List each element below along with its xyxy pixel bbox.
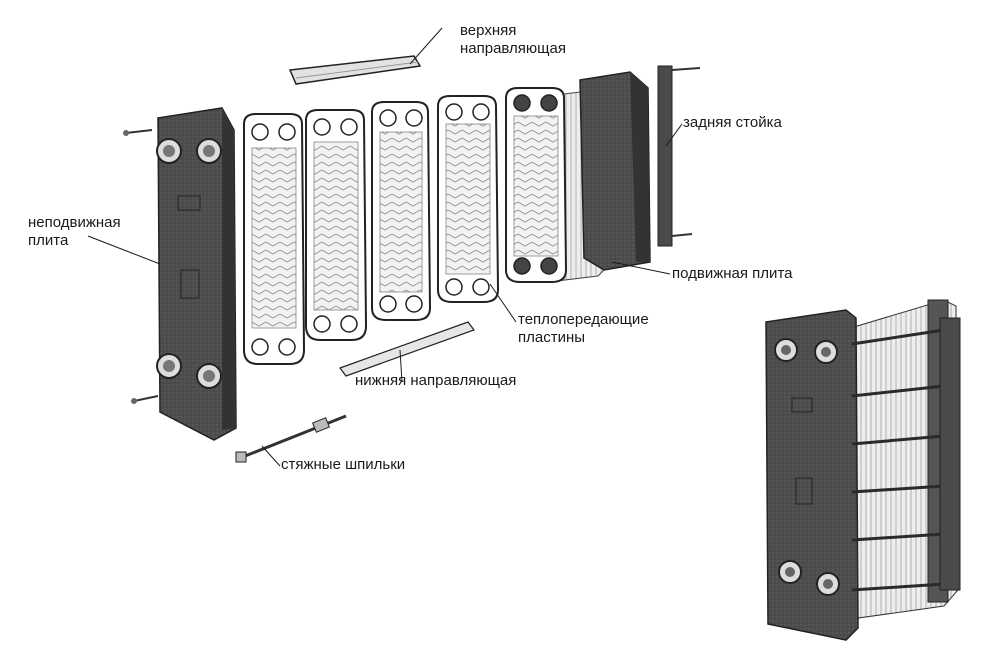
assembled-heat-exchanger bbox=[765, 299, 961, 641]
fixed-plate bbox=[123, 107, 237, 441]
label-fixed-plate: неподвижная плита bbox=[28, 214, 121, 250]
label-bottom-guide: нижняя направляющая bbox=[355, 372, 517, 389]
bottom-guide-bar bbox=[339, 321, 475, 377]
leader-lines bbox=[87, 27, 683, 467]
heat-transfer-plate-4 bbox=[437, 95, 500, 303]
label-fixed-plate-line1: неподвижная bbox=[28, 214, 121, 231]
label-fixed-plate-line2: плита bbox=[28, 232, 69, 249]
label-movable-plate: подвижная плита bbox=[672, 265, 793, 282]
top-guide-bar bbox=[288, 55, 422, 85]
label-top-guide: верхняя направляющая bbox=[460, 22, 566, 58]
label-top-guide-line1: верхняя bbox=[460, 22, 517, 39]
label-top-guide-line2: направляющая bbox=[460, 40, 566, 57]
rear-post bbox=[657, 65, 701, 247]
label-heat-transfer-plates: теплопередающие пластины bbox=[518, 311, 649, 347]
label-tie-bolts: стяжные шпильки bbox=[281, 456, 406, 473]
heat-transfer-plate-1 bbox=[243, 113, 306, 365]
movable-plate bbox=[579, 71, 651, 271]
heat-transfer-plate-2 bbox=[305, 109, 368, 341]
tie-bolt bbox=[235, 414, 347, 463]
label-rear-post: задняя стойка bbox=[683, 114, 782, 131]
label-heat-transfer-plates-line2: пластины bbox=[518, 329, 586, 346]
label-heat-transfer-plates-line1: теплопередающие bbox=[518, 311, 649, 328]
heat-transfer-plate-3 bbox=[371, 101, 432, 321]
